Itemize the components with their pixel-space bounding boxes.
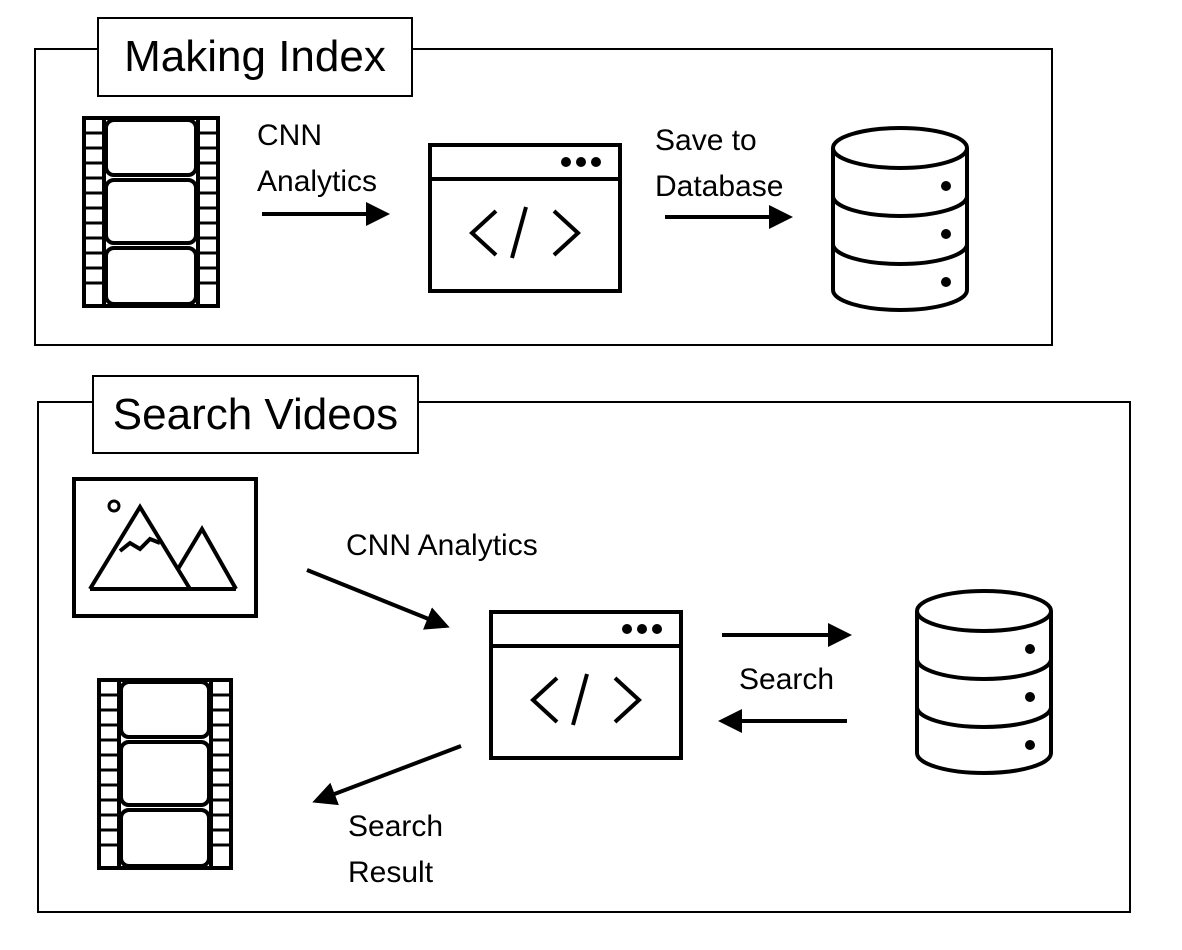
making-index-title: Making Index [97,17,413,97]
search-videos-panel [37,401,1131,913]
cnn-analytics-search-label: CNN Analytics [346,529,538,562]
image-icon [72,477,258,618]
arrow-image-to-code [306,568,450,630]
film-strip-icon [82,116,220,308]
cnn-analytics-label: CNN Analytics [257,119,378,198]
film-strip-icon [97,678,233,870]
search-label: Search [739,663,835,696]
database-icon [831,126,969,312]
code-window-icon [428,143,622,293]
search-result-label: Search Result [348,810,444,889]
search-videos-title: Search Videos [92,375,419,454]
making-index-panel [34,48,1053,346]
database-icon [915,589,1053,775]
save-to-database-label: Save to Database [655,124,784,203]
arrow-code-to-result [312,744,462,806]
code-window-icon [489,610,683,760]
